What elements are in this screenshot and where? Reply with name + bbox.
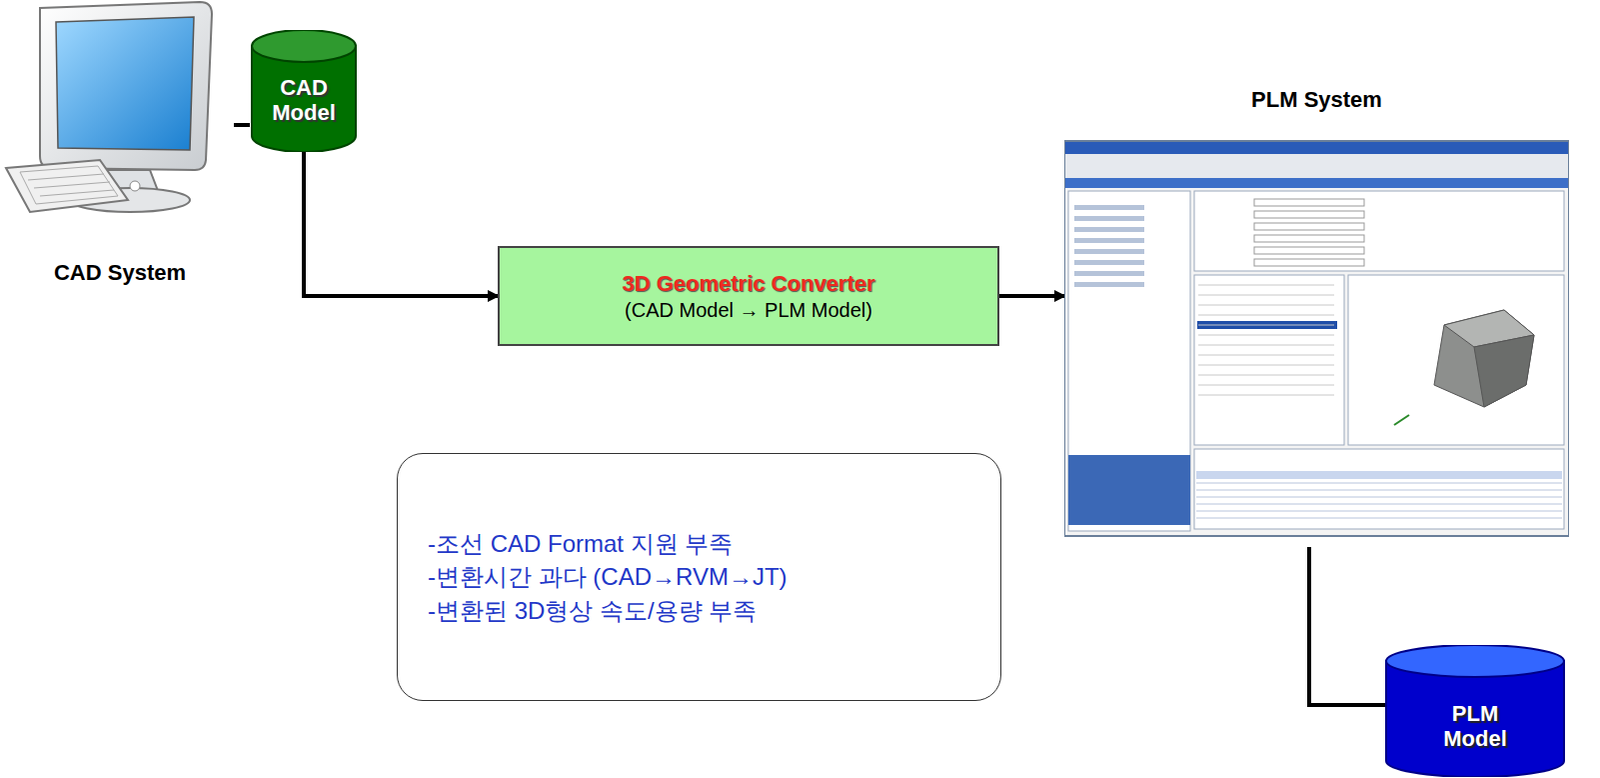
flow-arrow <box>999 293 1065 298</box>
cad-model-database: CAD Model <box>249 29 358 152</box>
illustration <box>0 0 240 220</box>
plm-system-window: PLM System <box>1064 84 1570 547</box>
cad-system-computer: CAD System <box>0 0 240 300</box>
flow-arrow <box>303 149 498 296</box>
node-text: (CAD Model → PLM Model) <box>624 298 873 322</box>
node-label: PLM Model <box>1430 670 1521 752</box>
plm-model-database: PLM Model <box>1384 644 1567 777</box>
connector-line <box>233 122 250 127</box>
node-label: 3D Geometric Converter <box>621 270 875 297</box>
node-label: PLM System <box>1064 86 1570 113</box>
connector-line <box>1309 546 1387 705</box>
node-label: CAD System <box>0 259 240 286</box>
issue-note-box: -조선 CAD Format 지원 부족-변환시간 과다 (CAD→RVM→JT… <box>396 452 1002 701</box>
node-text: -변환된 3D형상 속도/용량 부족 <box>427 593 757 628</box>
illustration <box>1064 84 1570 547</box>
node-text: -변환시간 과다 (CAD→RVM→JT) <box>427 559 788 594</box>
converter-box: 3D Geometric Converter(CAD Model → PLM M… <box>497 245 1000 346</box>
node-label: CAD Model <box>249 56 358 126</box>
node-label: -조선 CAD Format 지원 부족 <box>427 526 733 561</box>
